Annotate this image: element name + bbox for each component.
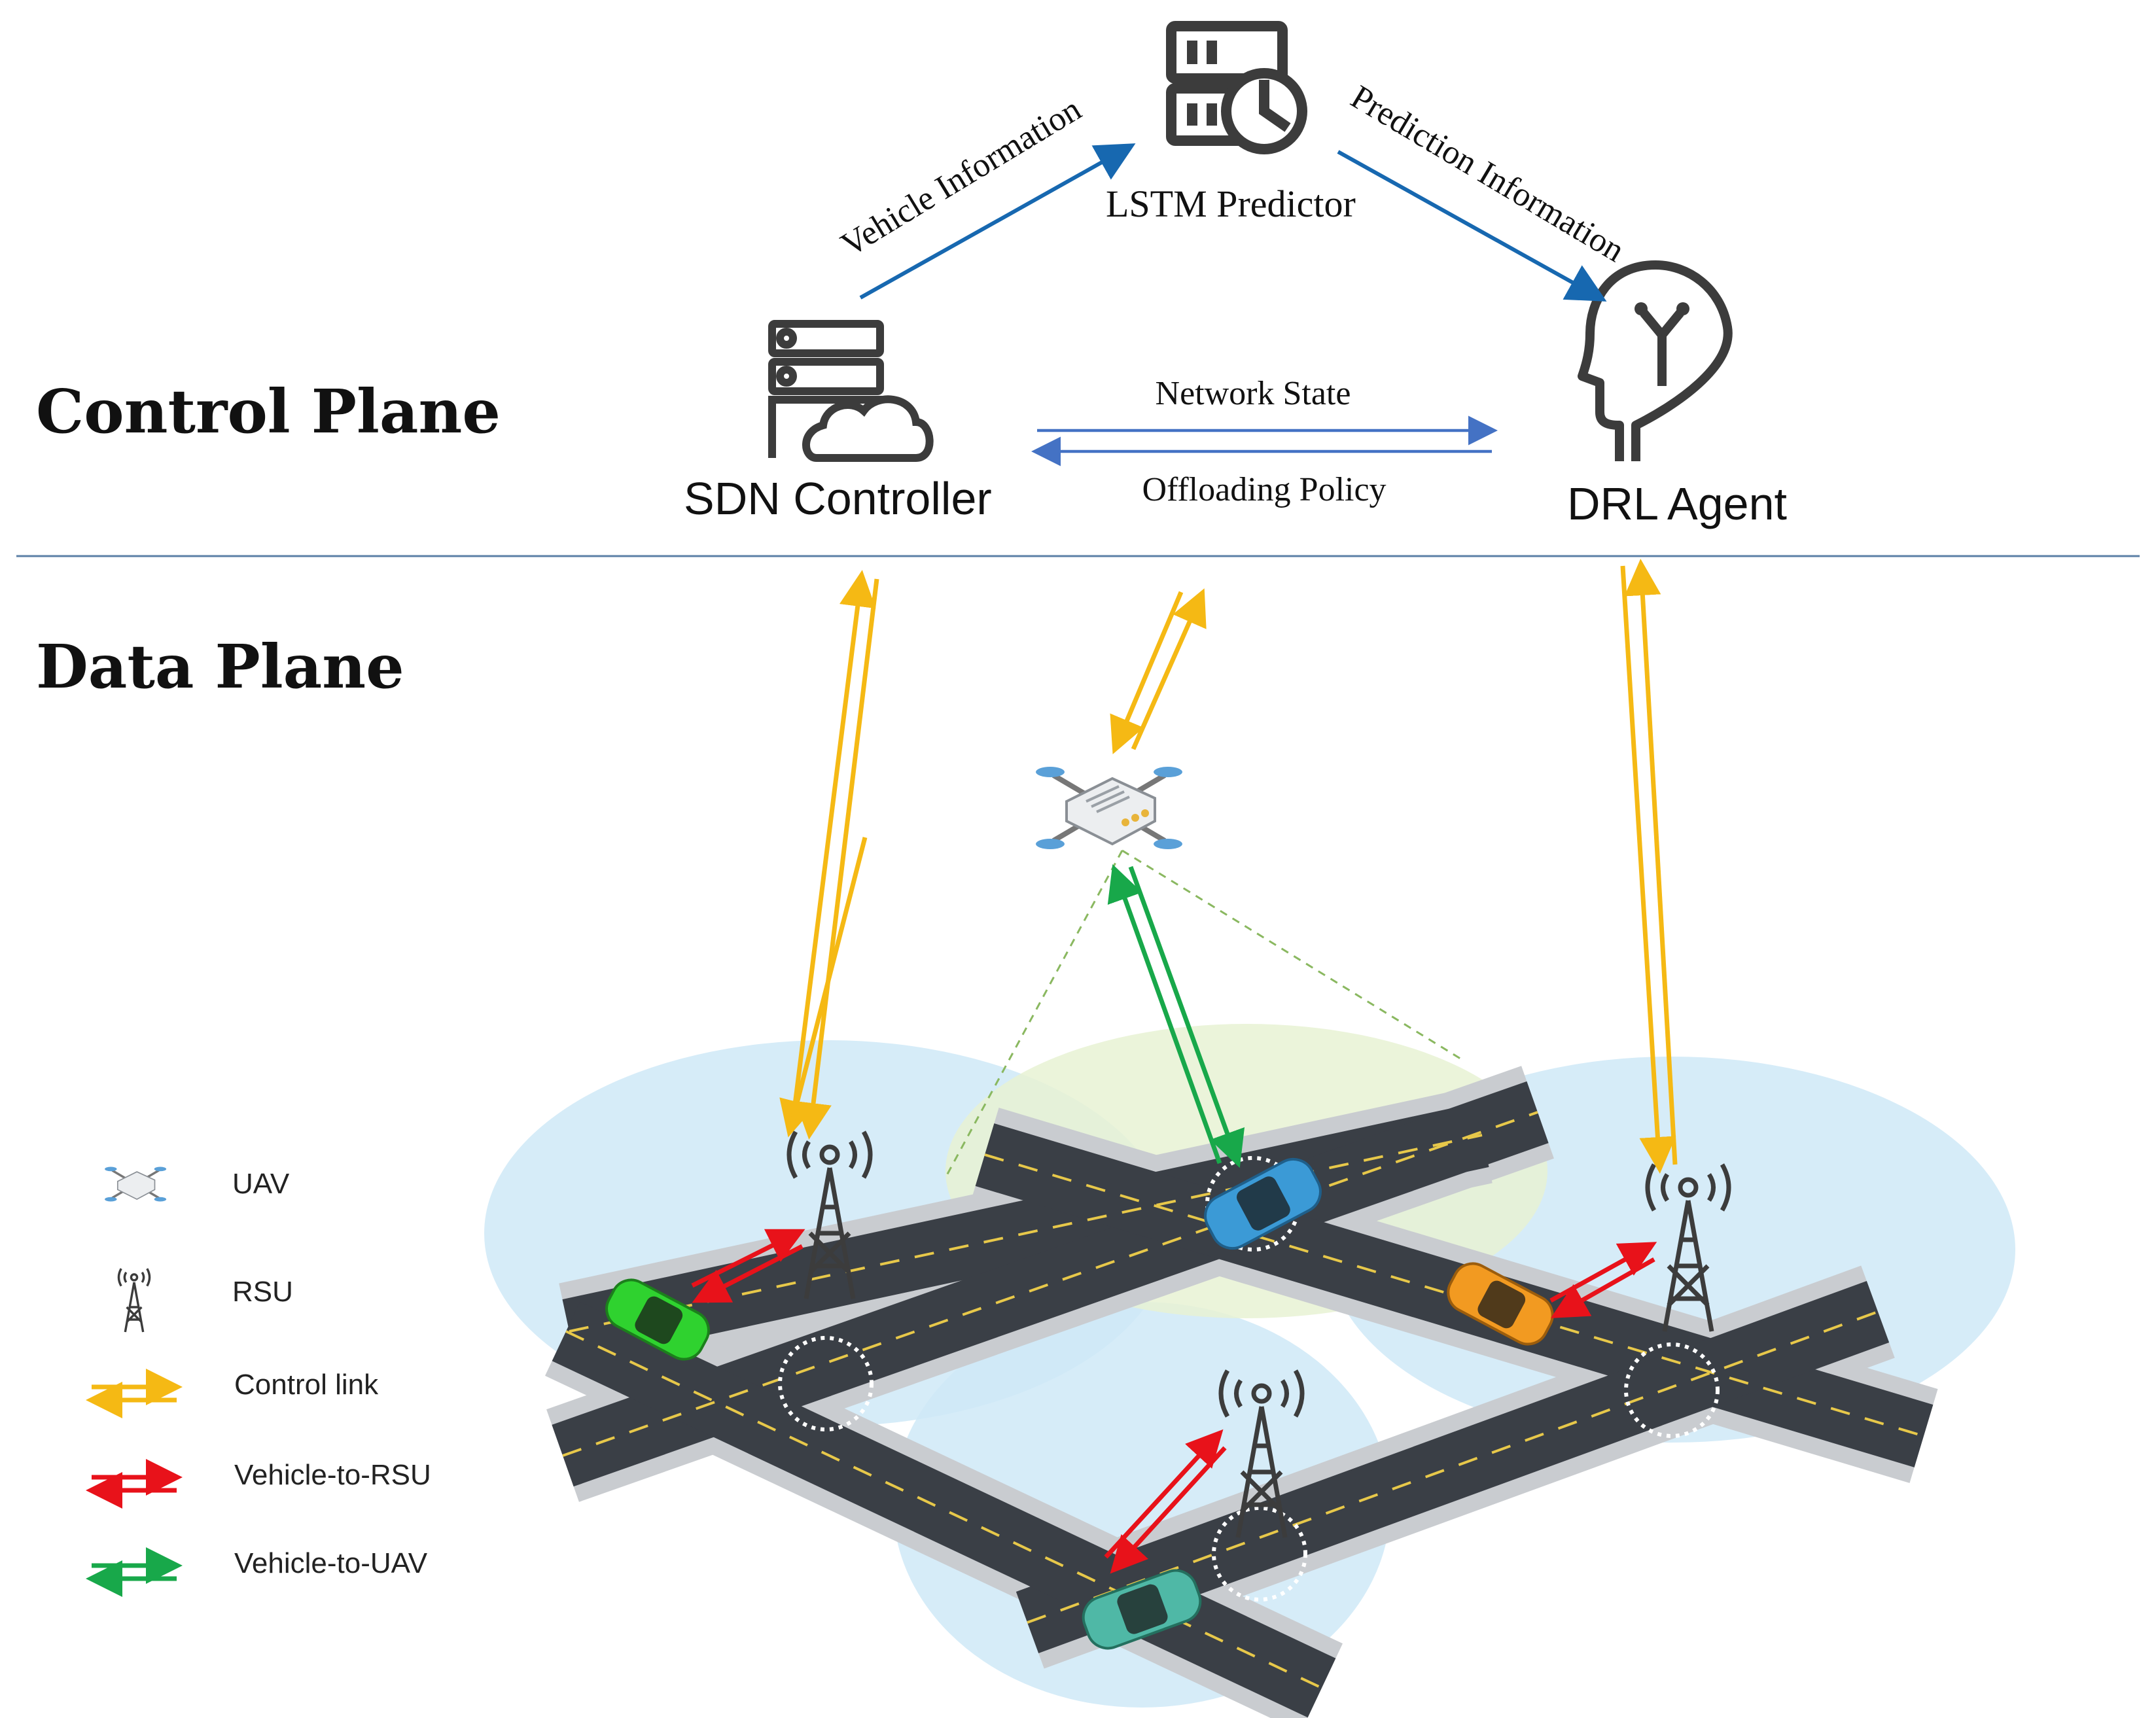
legend-vehicle-to-uav-icon xyxy=(86,1547,183,1597)
data-plane-title: Data Plane xyxy=(36,631,404,702)
offloading-policy-label: Offloading Policy xyxy=(1142,471,1386,508)
prediction-information-label: Prediction Information xyxy=(1345,79,1631,270)
legend-control-link-icon xyxy=(86,1369,183,1418)
legend-uav-label: UAV xyxy=(232,1168,290,1200)
legend-vehicle-to-rsu-label: Vehicle-to-RSU xyxy=(234,1459,431,1491)
legend xyxy=(86,1166,183,1597)
prediction-information-arrow xyxy=(1337,150,1607,302)
legend-control-link-label: Control link xyxy=(234,1369,379,1401)
vehicle-to-rsu-links xyxy=(691,1229,1657,1574)
vehicles xyxy=(605,1157,1554,1650)
legend-vehicle-to-rsu-icon xyxy=(86,1459,183,1509)
server-clock-icon xyxy=(1166,21,1307,154)
vehicle-information-arrow xyxy=(859,143,1136,300)
car-blue xyxy=(1204,1157,1322,1250)
car-orange xyxy=(1447,1262,1554,1346)
legend-rsu-icon xyxy=(117,1268,151,1333)
car-green xyxy=(605,1278,710,1361)
drone-icon xyxy=(1036,767,1182,849)
radio-tower-icon xyxy=(786,1131,1731,1538)
head-ai-icon xyxy=(1578,260,1733,461)
network-state-label: Network State xyxy=(1156,375,1351,412)
legend-vehicle-to-uav-label: Vehicle-to-UAV xyxy=(234,1547,428,1579)
control-plane-title: Control Plane xyxy=(36,376,501,447)
lstm-predictor-label: LSTM Predictor xyxy=(1106,183,1356,225)
control-links xyxy=(779,559,1678,1174)
sdn-controller-label: SDN Controller xyxy=(684,473,992,524)
car-teal xyxy=(1082,1569,1202,1650)
drl-agent-label: DRL Agent xyxy=(1567,478,1787,529)
legend-rsu-label: RSU xyxy=(232,1276,293,1308)
vehicle-information-label: Vehicle Information xyxy=(835,90,1087,264)
vehicle-to-uav-links xyxy=(1107,864,1245,1168)
rsu-coverage-bottom xyxy=(893,1302,1390,1708)
legend-uav-icon xyxy=(105,1166,167,1202)
server-cloud-icon xyxy=(768,320,934,462)
